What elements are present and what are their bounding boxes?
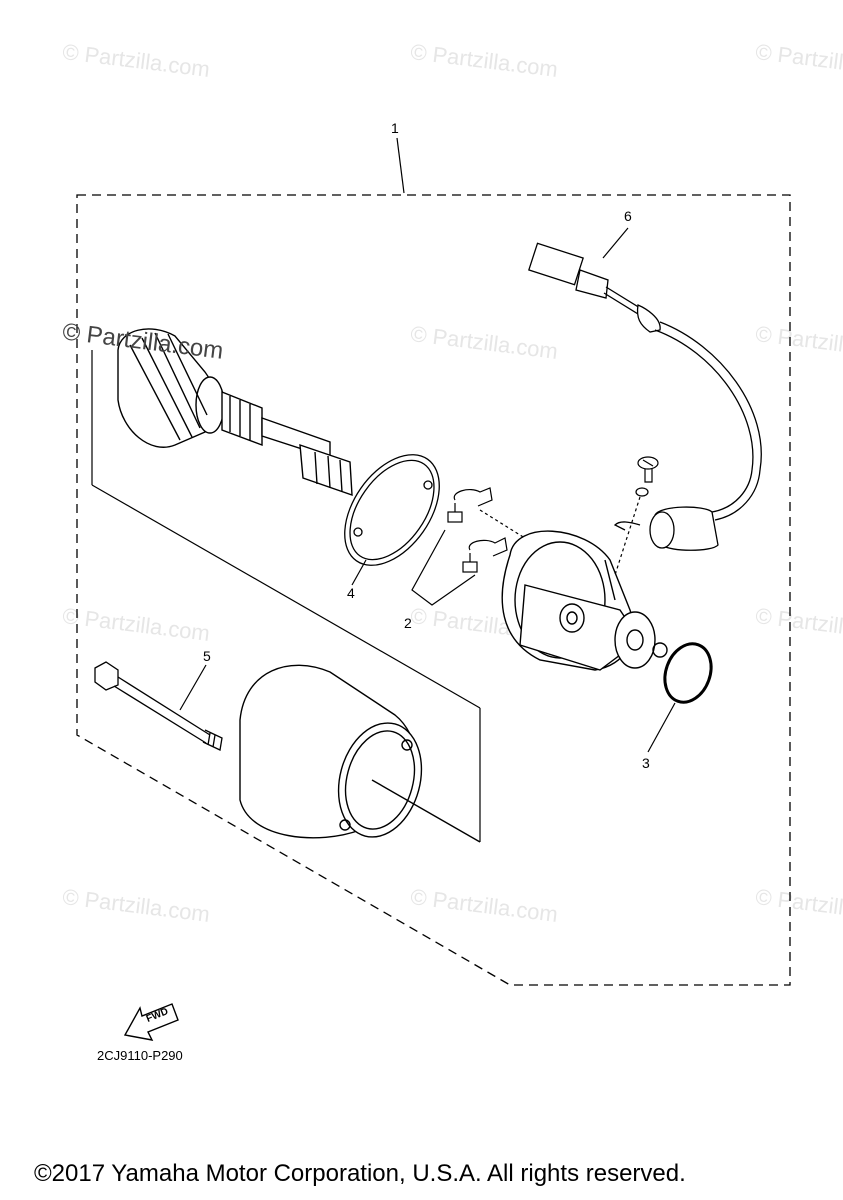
callout-4: 4 [347, 585, 355, 601]
leader-2 [411, 529, 476, 606]
brush-set [447, 487, 508, 573]
armature [117, 328, 353, 497]
leader-5 [179, 664, 207, 711]
assembly-boundary [76, 194, 791, 986]
callout-5: 5 [203, 648, 211, 664]
screw [635, 456, 659, 497]
through-bolt [94, 661, 223, 751]
fwd-arrow-icon [123, 1003, 179, 1041]
end-cover [501, 530, 668, 671]
callout-1: 1 [391, 120, 399, 136]
o-ring [663, 642, 713, 704]
leader-3 [647, 702, 676, 753]
gasket [344, 454, 440, 566]
callout-2: 2 [404, 615, 412, 631]
leader-6 [602, 227, 629, 259]
callout-3: 3 [642, 755, 650, 771]
leader-1 [396, 137, 405, 194]
copyright-notice: ©2017 Yamaha Motor Corporation, U.S.A. A… [34, 1160, 686, 1187]
yoke [239, 664, 481, 843]
part-code: 2CJ9110-P290 [97, 1048, 183, 1063]
callout-6: 6 [624, 208, 632, 224]
leader-4 [351, 559, 367, 586]
center-line [614, 496, 641, 576]
lead-wire [528, 242, 762, 551]
guide-line [91, 484, 481, 709]
